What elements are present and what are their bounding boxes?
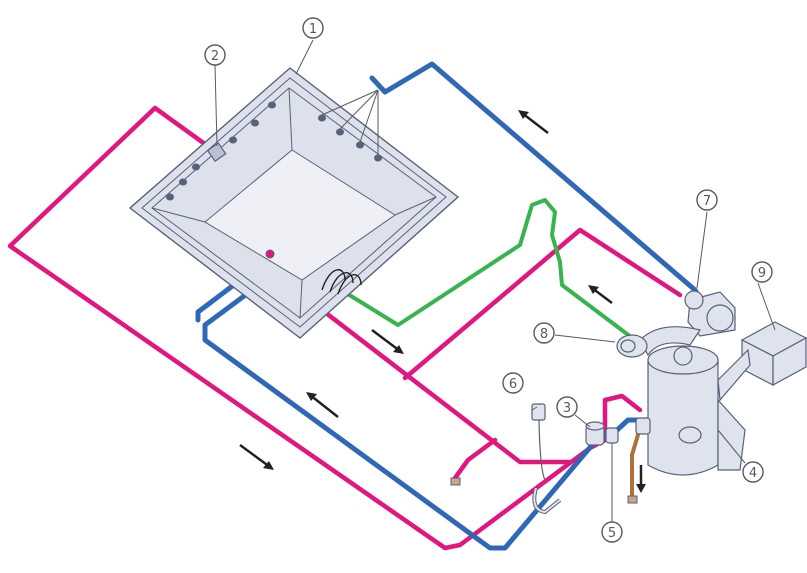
jet [192,163,200,171]
flow-arrow [371,329,404,354]
jet [251,119,259,127]
callout-4: 4 [742,461,764,483]
jet [268,101,276,109]
callout-6: 6 [502,372,524,394]
callout-label: 4 [749,466,757,481]
tub-rim-mid [141,77,447,328]
callout-5: 5 [601,521,623,543]
callout-label: 5 [608,526,616,541]
control-box [740,321,807,387]
jet [356,141,364,149]
floor-fitting [627,495,638,504]
callout-3: 3 [556,396,578,418]
pink-pipe-outer-loop [7,105,593,551]
floor-drain [265,249,275,259]
filter-tank [639,326,751,476]
jet [166,193,174,201]
flow-arrow [306,392,339,418]
callout-8: 8 [533,322,555,344]
callout-leaders [214,39,776,522]
callout-9: 9 [751,261,773,283]
jet-leaders [321,89,379,155]
flow-arrow [518,110,549,134]
jet [179,178,187,186]
jet [229,136,237,144]
jet [374,154,382,162]
flow-arrow [636,465,646,493]
spa-tub [128,67,460,339]
drain-pipe [630,426,642,500]
callout-label: 9 [758,266,766,281]
callout-label: 1 [309,22,317,37]
blue-pipe-inner [195,275,246,323]
flow-arrow [588,285,613,304]
blower [616,334,648,358]
blue-pipe-lower-loop [202,279,601,551]
callout-label: 6 [509,377,517,392]
callout-label: 3 [563,401,571,416]
skimmer [206,142,227,163]
pink-pipe-floor-drop [452,437,498,481]
callout-label: 8 [540,327,548,342]
tub-jets [166,101,382,201]
pink-pipe-upper-return [402,227,683,381]
callout-label: 2 [211,49,219,64]
pump [684,290,736,337]
flow-arrow [239,443,274,470]
valve [585,421,605,446]
callout-7: 7 [696,189,718,211]
heater-coil [321,269,362,295]
jet [336,128,344,136]
callout-1: 1 [302,17,324,39]
floor-fitting [450,477,461,486]
callout-2: 2 [204,44,226,66]
flow-arrows [239,110,646,493]
callout-label: 7 [703,194,711,209]
green-pipe [336,198,637,342]
jet [318,114,326,122]
